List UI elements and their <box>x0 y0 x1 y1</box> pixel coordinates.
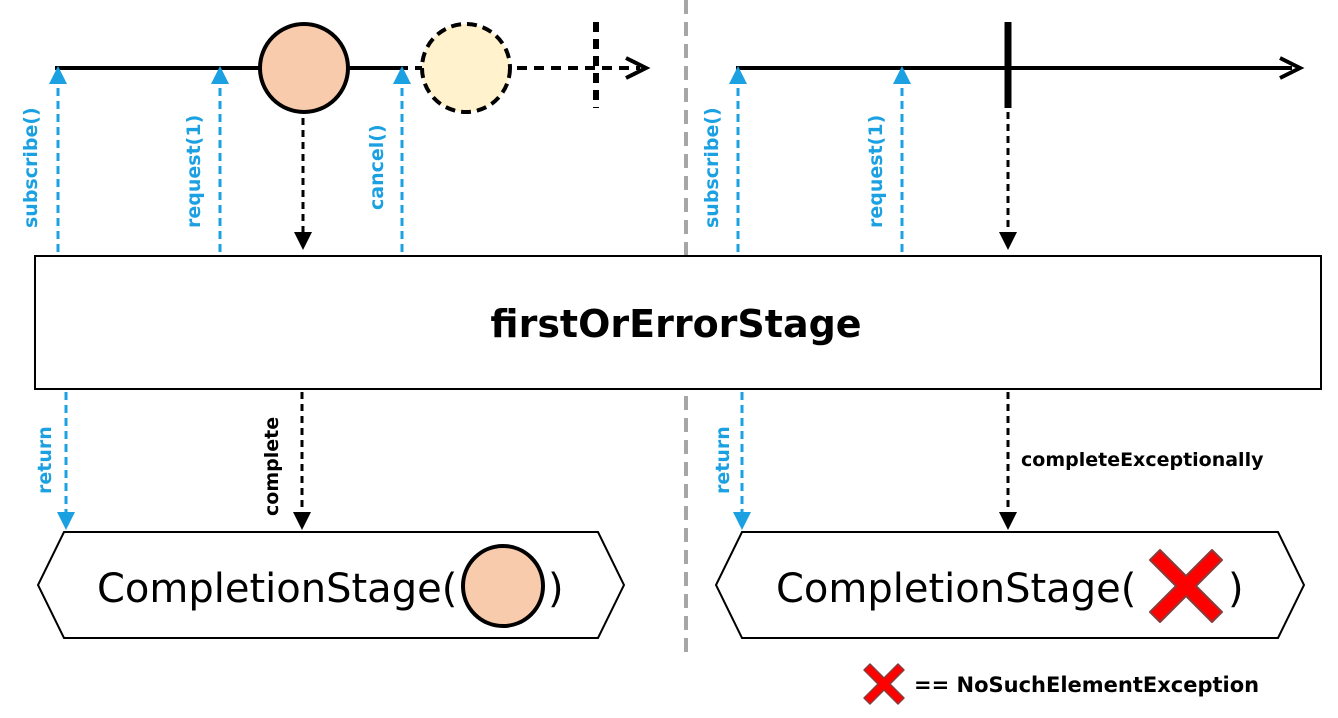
operator-name: firstOrErrorStage <box>490 302 861 346</box>
right-timeline-arrowhead-icon <box>1279 56 1305 80</box>
left-completion-stage-prefix: CompletionStage( <box>97 566 457 612</box>
legend-text: == NoSuchElementException <box>914 673 1259 697</box>
right-request-arrowhead-icon <box>893 66 911 84</box>
operator-box <box>34 255 1322 390</box>
error-red-x-icon <box>1149 549 1223 623</box>
oncomplete-arrowhead-icon <box>999 232 1017 250</box>
right-return-label: return <box>712 426 734 494</box>
left-return-label: return <box>34 426 56 494</box>
complete-arrowhead-icon <box>293 512 311 530</box>
right-return-arrowhead-icon <box>733 512 751 530</box>
right-request-label: request(1) <box>865 115 887 228</box>
legend-red-x-icon <box>863 663 905 705</box>
onnext-arrowhead-icon <box>294 232 312 250</box>
request-label: request(1) <box>183 115 205 228</box>
right-subscribe-arrowhead-icon <box>729 66 747 84</box>
cancel-label: cancel() <box>366 124 388 210</box>
cancelled-item-marble-icon <box>420 22 512 114</box>
subscribe-arrowhead-icon <box>49 66 67 84</box>
left-completion-stage-suffix: ) <box>548 566 564 612</box>
right-completion-stage-prefix: CompletionStage( <box>776 566 1136 612</box>
cancel-arrowhead-icon <box>393 66 411 84</box>
completed-value-marble-icon <box>461 544 545 628</box>
complete-exceptionally-arrowhead-icon <box>999 512 1017 530</box>
subscribe-label: subscribe() <box>20 107 42 228</box>
request-arrowhead-icon <box>211 66 229 84</box>
complete-label: complete <box>261 417 283 516</box>
left-panel: subscribe() request(1) cancel() return c… <box>20 22 651 639</box>
complete-exceptionally-label: completeExceptionally <box>1021 449 1264 471</box>
legend: == NoSuchElementException <box>863 663 1259 705</box>
right-completion-stage-suffix: ) <box>1228 566 1244 612</box>
right-panel: subscribe() request(1) return completeEx… <box>701 22 1306 639</box>
left-timeline-arrowhead-icon <box>625 56 651 80</box>
right-subscribe-label: subscribe() <box>701 107 723 228</box>
left-return-arrowhead-icon <box>57 512 75 530</box>
item-marble-icon <box>258 22 350 114</box>
